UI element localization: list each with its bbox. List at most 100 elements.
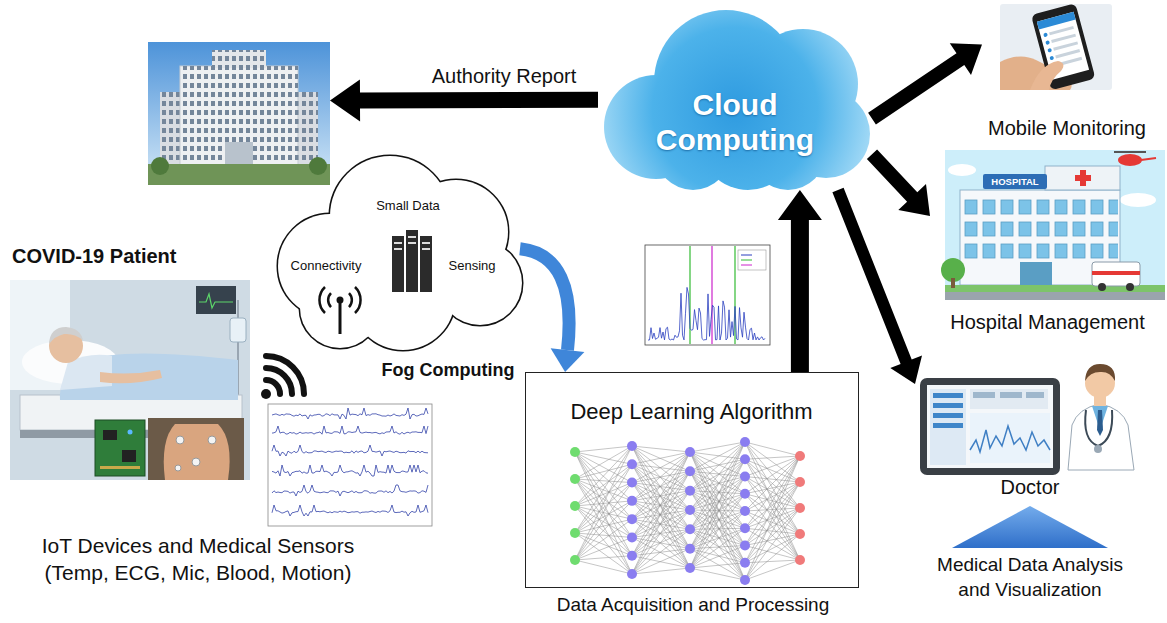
signal-plot-part <box>741 260 752 261</box>
neural-network-part <box>575 446 632 533</box>
signal-plot-part <box>738 250 766 270</box>
node-label: Deep Learning Algorithm <box>526 399 857 425</box>
fog-computing-cloud: Small DataConnectivitySensingFog Computi… <box>268 148 520 388</box>
neural-network-part <box>740 489 750 499</box>
neural-network-part <box>575 464 632 533</box>
doctor-tablet-illustration-part <box>927 385 1053 468</box>
mobile-phone-photo-part-part <box>1053 41 1078 50</box>
neural-network-part <box>690 477 745 569</box>
arrow-head <box>551 348 585 372</box>
ecg-plot-part <box>272 505 428 516</box>
hospital-illustration-part <box>1092 271 1140 275</box>
patient-photo-part <box>196 286 236 314</box>
neural-network-part <box>690 452 745 563</box>
neural-network-part <box>745 508 800 546</box>
direction-arrow <box>952 506 1108 548</box>
wifi-symbol <box>261 356 304 399</box>
neural-network-part <box>690 528 745 529</box>
neural-network-part <box>632 549 690 556</box>
neural-network-part <box>632 491 690 556</box>
edge-label: Authority Report <box>409 64 599 88</box>
arrow-shape <box>868 43 982 124</box>
arrow-shape <box>832 188 922 384</box>
neural-network-part <box>575 479 632 574</box>
patient-photo-part <box>103 430 117 440</box>
patient-photo-part <box>164 424 230 480</box>
neural-network-part <box>632 452 690 501</box>
authority-building-part <box>212 50 266 68</box>
mobile-phone-photo <box>1000 3 1112 90</box>
neural-network-part <box>690 510 745 511</box>
neural-network-part <box>632 529 690 574</box>
neural-network-part <box>690 546 745 569</box>
patient-photo-part <box>60 353 238 400</box>
doctor-tablet-illustration-part <box>1085 364 1115 381</box>
neural-network-part <box>632 501 690 510</box>
neural-network-part <box>690 549 745 580</box>
ecg-plot-part <box>272 445 428 456</box>
patient-photo-part <box>199 294 233 308</box>
doctor-tablet-illustration-part <box>920 378 1060 475</box>
neural-network-part <box>690 511 745 568</box>
neural-network-part <box>632 568 690 574</box>
neural-network-part <box>740 454 750 464</box>
ecg-plot-part <box>272 485 428 496</box>
neural-network-part <box>632 510 690 519</box>
neural-network-part <box>575 479 632 556</box>
node-caption: Fog Computing <box>373 360 523 382</box>
patient-photo-part <box>122 450 136 462</box>
neural-network-part <box>690 491 745 511</box>
node-caption: IoT Devices and Medical Sensors (Temp, E… <box>8 532 388 587</box>
neural-network-part <box>745 494 800 560</box>
neural-network-part <box>575 479 632 537</box>
flow-arrow <box>832 188 922 384</box>
neural-network-part <box>570 555 580 565</box>
neural-network-part <box>575 464 632 479</box>
node-label: Small Data <box>368 198 448 214</box>
neural-network-part <box>740 523 750 533</box>
neural-network-part <box>690 459 745 568</box>
flow-arrow <box>778 190 822 372</box>
neural-network-part <box>575 501 632 533</box>
hospital-management: Hospital Management <box>930 148 1165 342</box>
mobile-phone-photo-part <box>1000 4 1112 90</box>
doctor: Doctor <box>915 355 1145 500</box>
hospital-illustration-part <box>1092 262 1140 286</box>
neural-network-part <box>745 456 800 477</box>
neural-network-part <box>685 486 695 496</box>
neural-network-part <box>690 442 745 549</box>
ecg-plot-part <box>272 408 428 419</box>
neural-network-part <box>690 528 745 568</box>
neural-network-part <box>690 563 745 568</box>
mobile-phone-photo-part-part <box>1047 48 1052 53</box>
neural-network-part <box>575 501 632 560</box>
neural-network-part <box>632 452 690 556</box>
ecg-plot-part <box>272 465 428 476</box>
neural-network-part <box>745 456 800 511</box>
doctor-tablet-illustration-part <box>1085 410 1112 446</box>
neural-network-part <box>632 491 690 538</box>
neural-network-part <box>740 472 750 482</box>
neural-network-part <box>575 446 632 506</box>
neural-network-part <box>632 452 690 537</box>
neural-network-part <box>575 446 632 479</box>
wifi-symbol-part <box>266 368 292 394</box>
neural-network-part <box>745 442 800 534</box>
neural-network-part <box>690 528 745 548</box>
neural-network-part <box>690 549 745 563</box>
neural-network-part <box>690 477 745 491</box>
neural-network-part <box>575 519 632 560</box>
neural-network-part <box>745 442 800 560</box>
patient-photo-part <box>100 370 162 383</box>
wifi-symbol-part <box>266 380 280 394</box>
signal-plot-part <box>645 245 770 345</box>
doctor-tablet-illustration-part <box>970 389 1048 409</box>
neural-network-part <box>627 514 637 524</box>
neural-network-part <box>745 442 800 456</box>
neural-network-part <box>570 528 580 538</box>
wifi-symbol-part <box>266 356 304 394</box>
mobile-phone-photo-part <box>1031 3 1096 90</box>
patient-photo-part <box>10 280 250 480</box>
neural-network-part <box>690 459 745 529</box>
neural-network-part <box>740 506 750 516</box>
